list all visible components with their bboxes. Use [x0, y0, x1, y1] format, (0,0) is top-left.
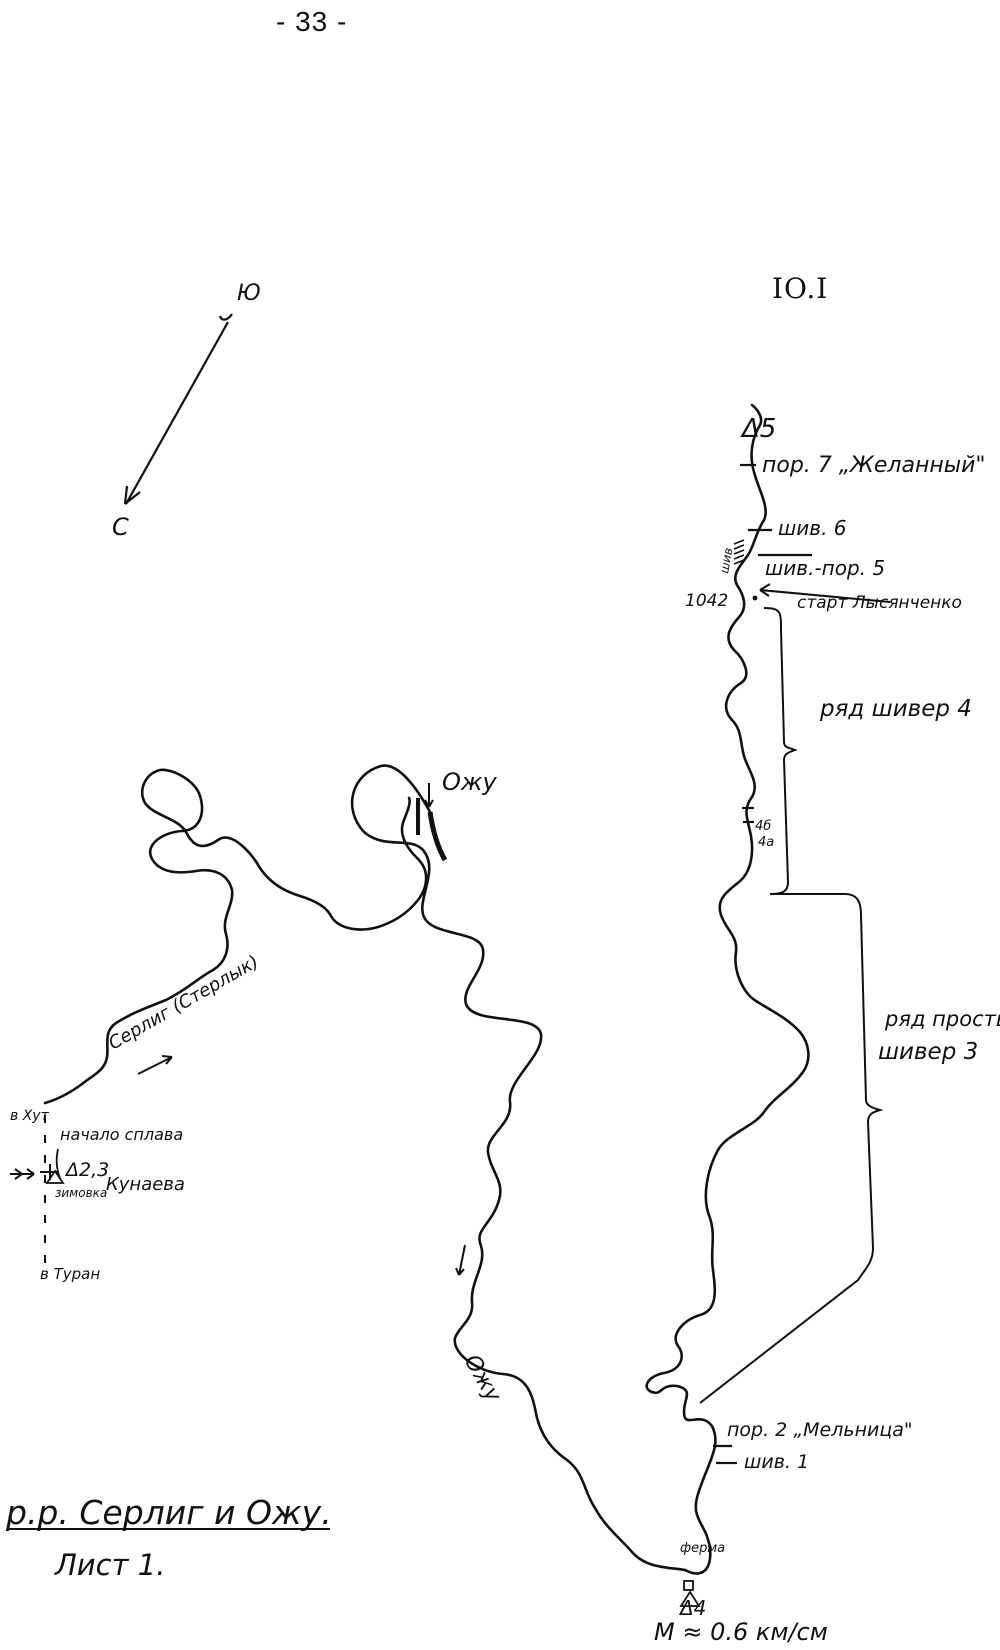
riffle-4b-label: 4б [755, 819, 771, 834]
to-turan-label: в Туран [40, 1265, 100, 1283]
bracket-riffles-4 [763, 607, 798, 895]
ozhu-top-label: Ожу [442, 768, 498, 796]
camp-4-label: Δ4 [678, 1596, 706, 1620]
riffles-4-label: ряд шивер 4 [819, 696, 972, 722]
legend-sheet: Лист 1. [54, 1548, 165, 1582]
rapid-7-label: пор. 7 „Желанный" [762, 453, 986, 478]
farm-label: ферма [680, 1541, 725, 1556]
hatched-riffle-section [733, 539, 745, 565]
compass-south-label: Ю [237, 281, 261, 306]
farm-marker [683, 1580, 694, 1591]
compass-arrow-line [125, 321, 229, 505]
camps-label: Δ2,3 [64, 1159, 109, 1181]
ozhu-flow-arrow [455, 1244, 466, 1276]
serlig-flow-arrow [137, 1055, 173, 1075]
compass: Ю С [112, 281, 261, 541]
elevation-point [752, 595, 758, 601]
bracket-riffles-3 [699, 893, 884, 1404]
serlig-river-line [43, 768, 428, 1105]
riffles-3-line1-label: ряд простых [884, 1007, 1000, 1031]
scale-label: М ≈ 0.6 км/см [654, 1618, 828, 1646]
ozhu-top-arrow [424, 783, 434, 808]
riffle-4a-label: 4а [758, 835, 774, 850]
start-lysenchenko-arrow-line [759, 589, 891, 603]
ozhu-inflow-highlight [427, 811, 448, 862]
elevation-label: 1042 [685, 591, 728, 611]
start-lysenchenko-label: старт Лысянченко [797, 593, 962, 613]
camp-5-label: Δ5 [740, 414, 776, 444]
page-number: - 33 - [276, 6, 348, 37]
compass-north-label: С [112, 513, 129, 541]
start-bracket-marker [55, 1148, 61, 1179]
riffle-6-label: шив. 6 [778, 516, 847, 540]
winter-hut-label: зимовка [55, 1186, 107, 1200]
camp-4-triangle [679, 1590, 701, 1607]
start-of-rafting-label: начало сплава [60, 1125, 183, 1144]
compass-arrowhead [123, 485, 141, 505]
ozhu-main-label: Ожу [459, 1351, 506, 1408]
start-lysenchenko-arrowhead [759, 583, 771, 597]
to-kut-label: в Хут [10, 1108, 50, 1124]
riffles-3-line2-label: шивер 3 [878, 1039, 978, 1065]
serlig-label: Серлиг (Стерлык) [105, 951, 262, 1054]
legend-title: р.р. Серлиг и Ожу. [5, 1493, 332, 1532]
feature-ticks [713, 463, 812, 1465]
ozhu-upper-reach [645, 403, 810, 1575]
riffle-1-label: шив. 1 [744, 1451, 809, 1473]
left-access-arrowhead [14, 1168, 35, 1180]
compass-tail [218, 313, 233, 321]
riffle-rapid-5-label: шив.-пор. 5 [765, 556, 885, 580]
ozhu-river-line [350, 764, 687, 1572]
camp-2-3-triangle [45, 1169, 65, 1184]
sheet-code: IO.I [772, 272, 829, 305]
owner-label: Кунаева [106, 1174, 185, 1195]
rapid-2-label: пор. 2 „Мельница" [727, 1419, 913, 1441]
riffle-short-label: шив [717, 547, 735, 575]
